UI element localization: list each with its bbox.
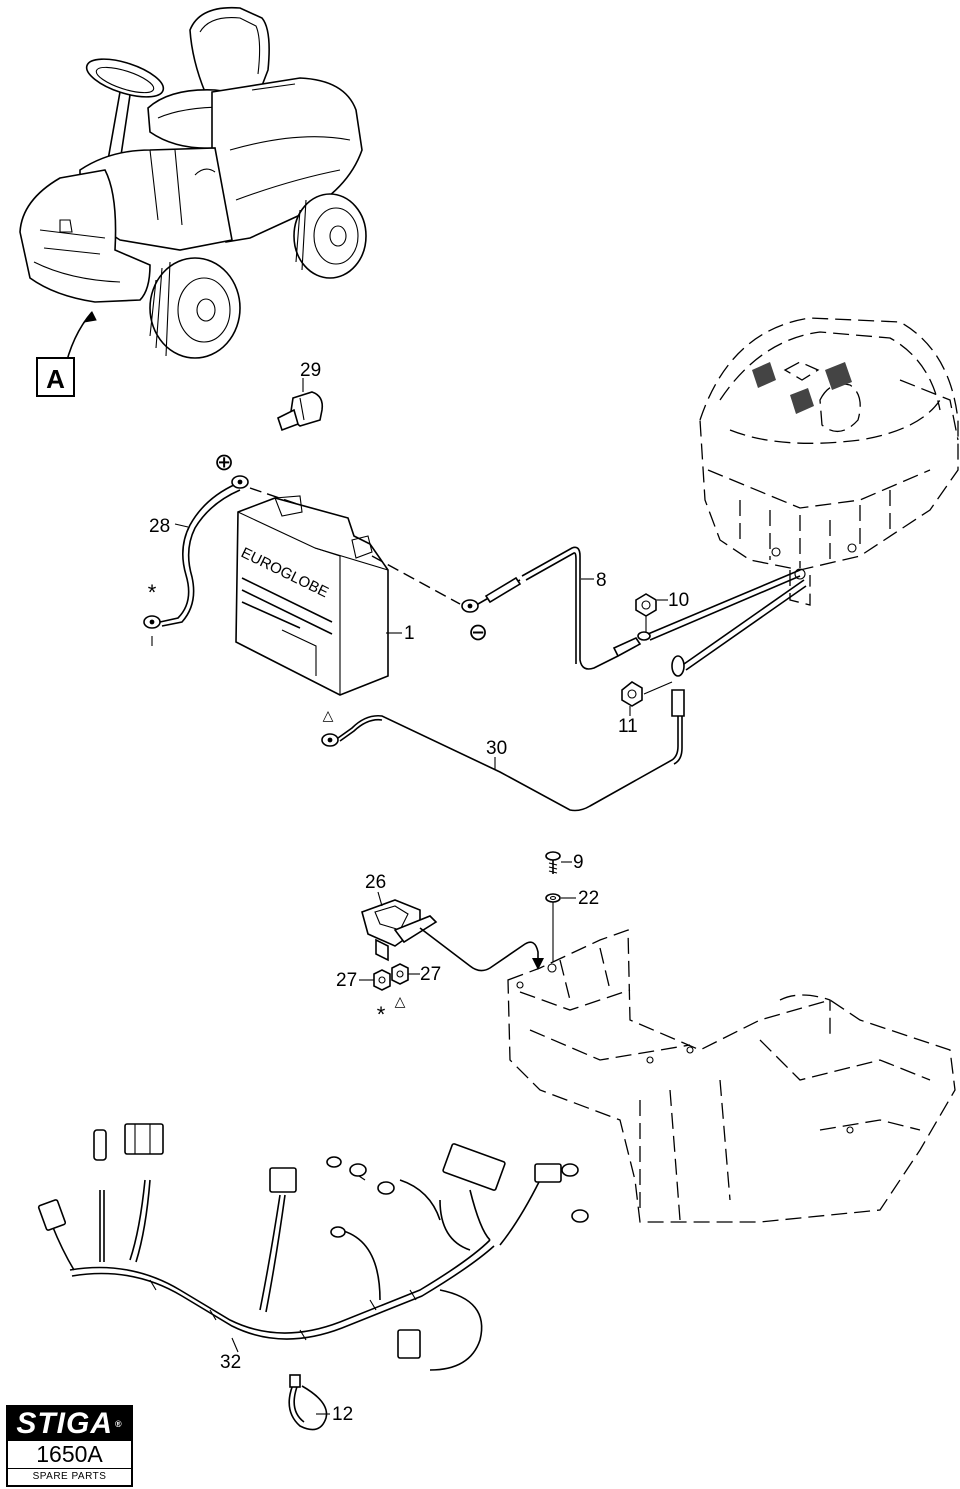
triangle-marker-cable: △ bbox=[323, 708, 334, 724]
solenoid-switch-icon bbox=[361, 899, 544, 972]
negative-symbol: ⊖ bbox=[468, 618, 488, 646]
star-marker-left: * bbox=[148, 580, 157, 605]
washer-22-icon bbox=[545, 893, 561, 903]
spare-parts-caption: SPARE PARTS bbox=[32, 1471, 107, 1482]
negative-cable-icon bbox=[371, 546, 651, 670]
wiring-harness-illustration bbox=[37, 1123, 589, 1371]
nut-27-left-icon bbox=[373, 969, 391, 991]
positive-symbol: ⊕ bbox=[214, 448, 234, 476]
nut-10-icon bbox=[635, 593, 657, 617]
callout-26: 26 bbox=[365, 872, 386, 893]
callout-28: 28 bbox=[149, 516, 170, 537]
engine-illustration bbox=[647, 317, 959, 671]
star-marker-bottom: * bbox=[377, 1002, 386, 1027]
callout-10: 10 bbox=[668, 590, 689, 611]
cable-tie-illustration bbox=[288, 1374, 328, 1431]
stiga-logo: STIGA® bbox=[8, 1407, 131, 1441]
ground-cable-icon bbox=[321, 655, 685, 812]
nut-27-right-icon bbox=[391, 963, 409, 985]
callout-11: 11 bbox=[618, 716, 638, 737]
callout-32: 32 bbox=[220, 1352, 241, 1373]
registered-mark: ® bbox=[115, 1419, 123, 1429]
terminal-cover-icon bbox=[277, 391, 324, 432]
callout-22: 22 bbox=[578, 888, 599, 909]
logo-text: STIGA bbox=[16, 1407, 114, 1440]
view-label: A bbox=[46, 364, 65, 394]
brand-badge: STIGA® 1650A SPARE PARTS bbox=[6, 1405, 133, 1487]
frame-illustration bbox=[507, 929, 956, 1223]
view-label-box bbox=[36, 357, 75, 397]
callout-30: 30 bbox=[486, 738, 507, 759]
callout-27-left: 27 bbox=[336, 970, 357, 991]
callout-8: 8 bbox=[596, 570, 607, 591]
callout-1: 1 bbox=[404, 623, 415, 644]
screw-9-icon bbox=[545, 851, 561, 874]
tractor-illustration bbox=[19, 6, 367, 373]
positive-cable-icon bbox=[143, 475, 301, 629]
nut-11-icon bbox=[621, 681, 643, 707]
callout-29: 29 bbox=[300, 360, 321, 381]
battery-illustration: EUROGLOBE bbox=[235, 495, 389, 696]
callout-12: 12 bbox=[332, 1404, 353, 1425]
triangle-marker-nut: △ bbox=[395, 994, 406, 1010]
callout-9: 9 bbox=[573, 852, 584, 873]
callout-27-right: 27 bbox=[420, 964, 441, 985]
diagram-code: 1650A bbox=[8, 1441, 131, 1469]
